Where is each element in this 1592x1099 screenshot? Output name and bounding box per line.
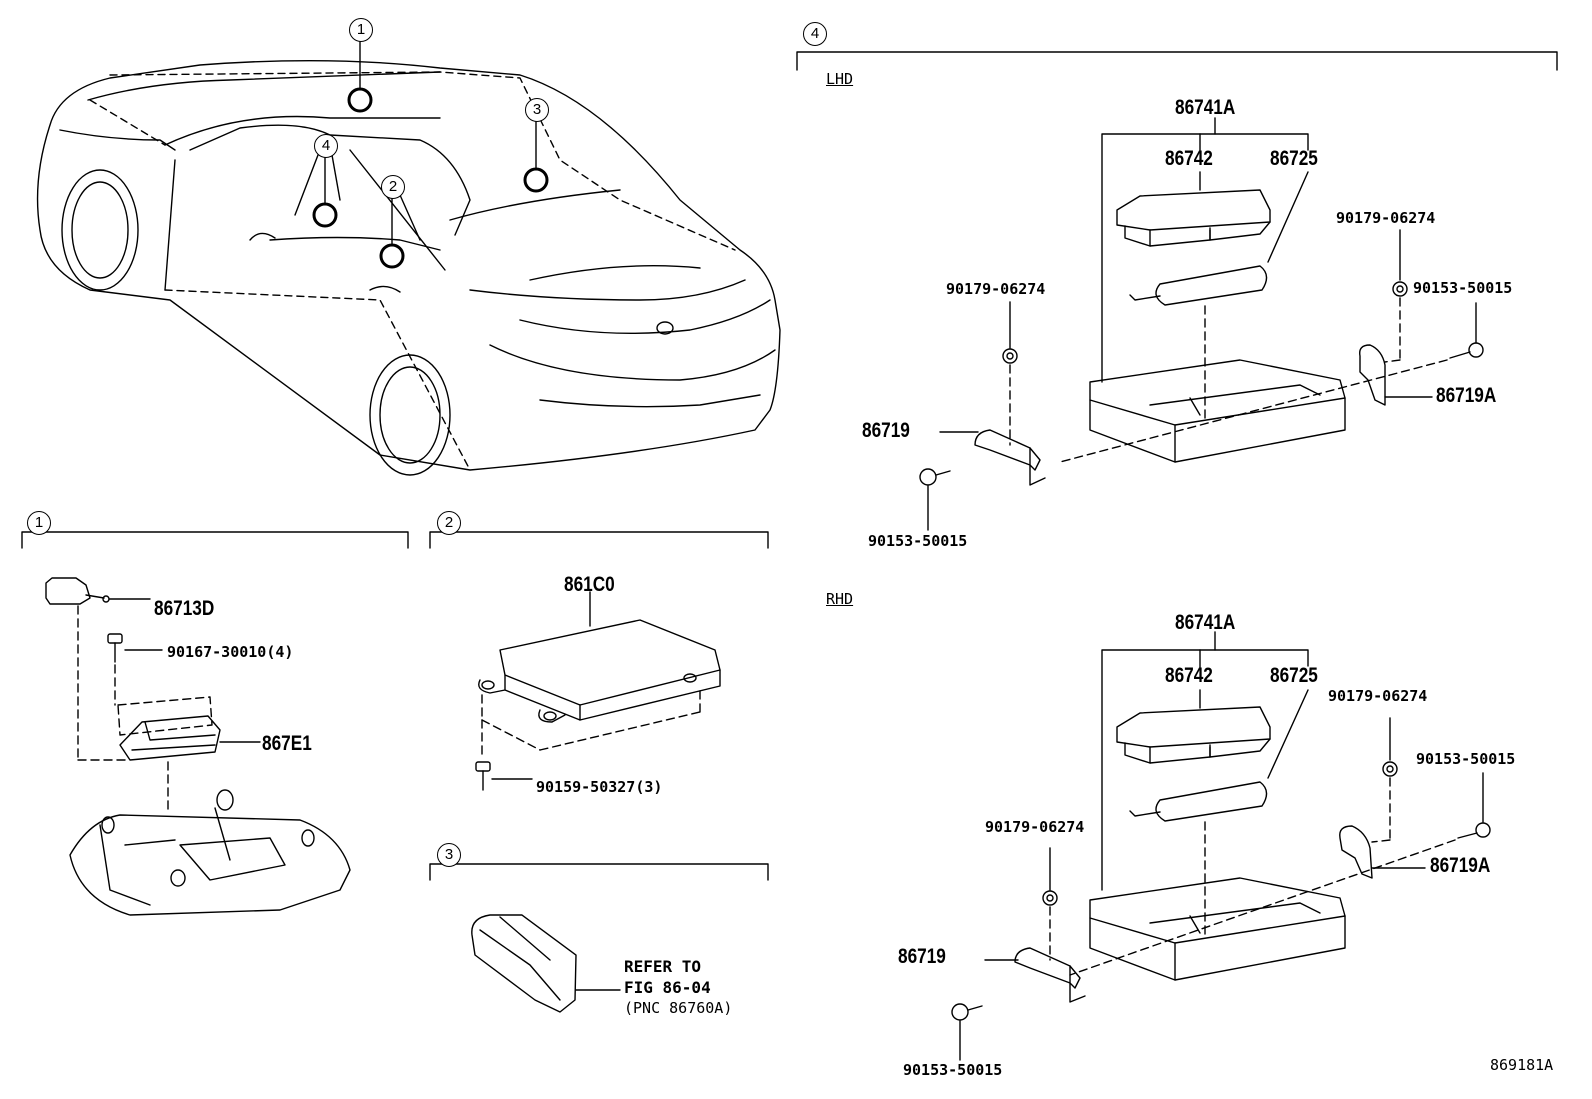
s3-refer-line3: (PNC 86760A) xyxy=(624,999,733,1017)
callout-4-section: 4 xyxy=(803,22,827,46)
callout-3-car: 3 xyxy=(525,98,549,122)
rhd-label-assy: 86741A xyxy=(1175,611,1236,634)
figure-id: 869181A xyxy=(1490,1056,1554,1074)
callout-2-car: 2 xyxy=(381,175,405,199)
callout-1-car: 1 xyxy=(349,18,373,42)
s1-label-module: 867E1 xyxy=(262,732,312,755)
lhd-label-nut-right: 90179-06274 xyxy=(1336,209,1436,227)
callout-1-section: 1 xyxy=(27,511,51,535)
rhd-label-bolt-right: 90153-50015 xyxy=(1416,750,1516,768)
car-illustration xyxy=(36,41,781,476)
lhd-label-bracket-right: 86719A xyxy=(1436,384,1497,407)
lhd-artwork xyxy=(919,117,1484,531)
rhd-label-nut-right: 90179-06274 xyxy=(1328,687,1428,705)
callout-4-car: 4 xyxy=(314,134,338,158)
s2-label-bolt: 90159-50327(3) xyxy=(536,778,663,796)
lhd-label-bolt-left: 90153-50015 xyxy=(868,532,968,550)
section3-artwork xyxy=(429,863,769,1013)
s3-reference-note: REFER TO FIG 86-04 (PNC 86760A) xyxy=(624,956,732,1019)
s3-refer-line2: FIG 86-04 xyxy=(624,978,711,997)
lhd-label-battery: 86725 xyxy=(1270,147,1318,170)
s1-label-sensor: 86713D xyxy=(154,597,215,620)
rhd-artwork xyxy=(951,631,1491,1061)
lhd-heading: LHD xyxy=(826,70,854,88)
s1-label-screw: 90167-30010(4) xyxy=(167,643,294,661)
s3-refer-line1: REFER TO xyxy=(624,957,702,976)
section1-artwork xyxy=(21,531,409,916)
rhd-label-battery: 86725 xyxy=(1270,664,1318,687)
rhd-label-bracket-left: 86719 xyxy=(898,945,946,968)
rhd-label-bracket-right: 86719A xyxy=(1430,854,1491,877)
callout-3-section: 3 xyxy=(437,843,461,867)
rhd-heading: RHD xyxy=(826,590,854,608)
s2-label-ecu: 861C0 xyxy=(564,573,615,596)
section4-artwork xyxy=(796,51,1558,1061)
lhd-label-unit: 86742 xyxy=(1165,147,1213,170)
rhd-label-nut-left: 90179-06274 xyxy=(985,818,1085,836)
section2-artwork xyxy=(429,531,769,791)
callout-2-section: 2 xyxy=(437,511,461,535)
rhd-label-unit: 86742 xyxy=(1165,664,1213,687)
lhd-label-assy: 86741A xyxy=(1175,96,1236,119)
lhd-label-bolt-right: 90153-50015 xyxy=(1413,279,1513,297)
lhd-label-bracket-left: 86719 xyxy=(862,419,910,442)
rhd-label-bolt-left: 90153-50015 xyxy=(903,1061,1003,1079)
lhd-label-nut-left: 90179-06274 xyxy=(946,280,1046,298)
